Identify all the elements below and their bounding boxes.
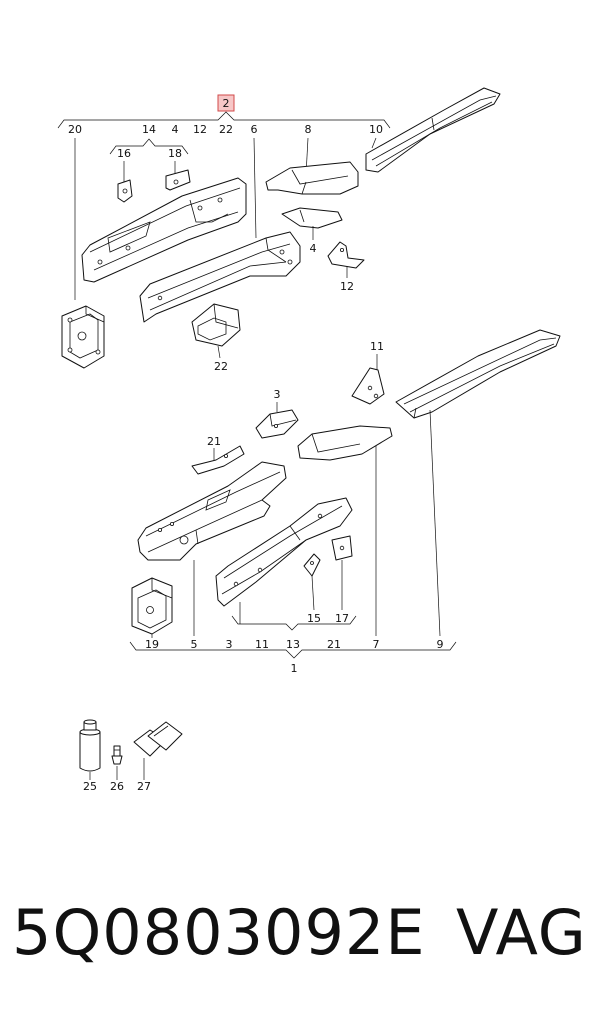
callout-22-top[interactable]: 22	[219, 123, 233, 136]
callout-7[interactable]: 7	[373, 638, 380, 651]
callout-6[interactable]: 6	[251, 123, 258, 136]
part-20-bracket[interactable]	[61, 305, 105, 369]
part-26-rivet[interactable]	[111, 745, 123, 765]
part-18-bracket[interactable]	[165, 169, 191, 191]
part-number: 5Q0803092E	[12, 896, 426, 969]
callout-4-top[interactable]: 4	[172, 123, 179, 136]
callout-19[interactable]: 19	[145, 638, 159, 651]
callout-15[interactable]: 15	[307, 612, 321, 625]
callout-25[interactable]: 25	[83, 780, 97, 793]
assembly-1-bracket	[129, 641, 457, 659]
callout-21-top[interactable]: 21	[207, 435, 221, 448]
callout-22[interactable]: 22	[214, 360, 228, 373]
callout-21[interactable]: 21	[327, 638, 341, 651]
part-16-clip[interactable]	[117, 179, 133, 203]
callout-12[interactable]: 12	[340, 280, 354, 293]
callout-14[interactable]: 14	[142, 123, 156, 136]
callout-12-top[interactable]: 12	[193, 123, 207, 136]
callout-8[interactable]: 8	[305, 123, 312, 136]
callout-2[interactable]: 2	[223, 97, 230, 110]
part-17-bracket[interactable]	[331, 535, 353, 561]
sub-bracket-13	[231, 615, 357, 631]
callout-10[interactable]: 10	[369, 123, 383, 136]
callout-1[interactable]: 1	[291, 662, 298, 675]
callout-11[interactable]: 11	[255, 638, 269, 651]
part-22-bracket[interactable]	[191, 303, 241, 347]
callout-27[interactable]: 27	[137, 780, 151, 793]
leader-10	[371, 137, 377, 149]
part-27-pads[interactable]	[133, 721, 183, 757]
callout-3[interactable]: 3	[226, 638, 233, 651]
part-19-bracket[interactable]	[131, 577, 173, 635]
callout-13[interactable]: 13	[286, 638, 300, 651]
leader-22	[217, 345, 221, 359]
part-14-rail[interactable]	[81, 177, 247, 283]
callout-16[interactable]: 16	[117, 147, 131, 160]
part-6-rail[interactable]	[139, 231, 301, 323]
callout-11-top[interactable]: 11	[370, 340, 384, 353]
caption: 5Q0803092E VAG	[12, 896, 592, 976]
leader-9	[429, 409, 441, 637]
callout-17[interactable]: 17	[335, 612, 349, 625]
part-25-plug[interactable]	[79, 719, 101, 772]
callout-9[interactable]: 9	[437, 638, 444, 651]
callout-26[interactable]: 26	[110, 780, 124, 793]
assembly-2-bracket	[57, 111, 391, 129]
callout-2-highlight-box[interactable]	[217, 94, 235, 112]
sub-bracket-14	[109, 138, 189, 155]
callout-3-top[interactable]: 3	[274, 388, 281, 401]
part-4-bracket-top[interactable]	[281, 207, 343, 229]
callout-4[interactable]: 4	[310, 242, 317, 255]
callout-18[interactable]: 18	[168, 147, 182, 160]
part-3-bracket[interactable]	[255, 409, 299, 439]
part-13-inner-member[interactable]	[215, 497, 353, 607]
leader-15	[311, 575, 315, 611]
assembly-2-group: 2 20 14 4 12 22 6 8 10 16 18	[57, 87, 501, 373]
part-10-sill-rail[interactable]	[365, 87, 501, 173]
part-21-bracket[interactable]	[191, 445, 245, 475]
part-12-angle-bracket[interactable]	[327, 241, 365, 269]
part-7-wheelhouse-panel[interactable]	[297, 425, 393, 461]
callout-20[interactable]: 20	[68, 123, 82, 136]
part-11-gusset[interactable]	[351, 367, 385, 405]
part-9-sill-rail[interactable]	[395, 329, 561, 419]
leader-6	[253, 137, 257, 239]
callout-5[interactable]: 5	[191, 638, 198, 651]
part-15-clip[interactable]	[303, 553, 321, 577]
brand-name: VAG	[456, 896, 587, 969]
assembly-1-group: 11 3 21	[129, 329, 561, 675]
part-8-wheelhouse-panel[interactable]	[265, 161, 359, 195]
part-5-longitudinal-member[interactable]	[137, 461, 287, 561]
small-parts-group: 25 26 27	[79, 719, 183, 793]
